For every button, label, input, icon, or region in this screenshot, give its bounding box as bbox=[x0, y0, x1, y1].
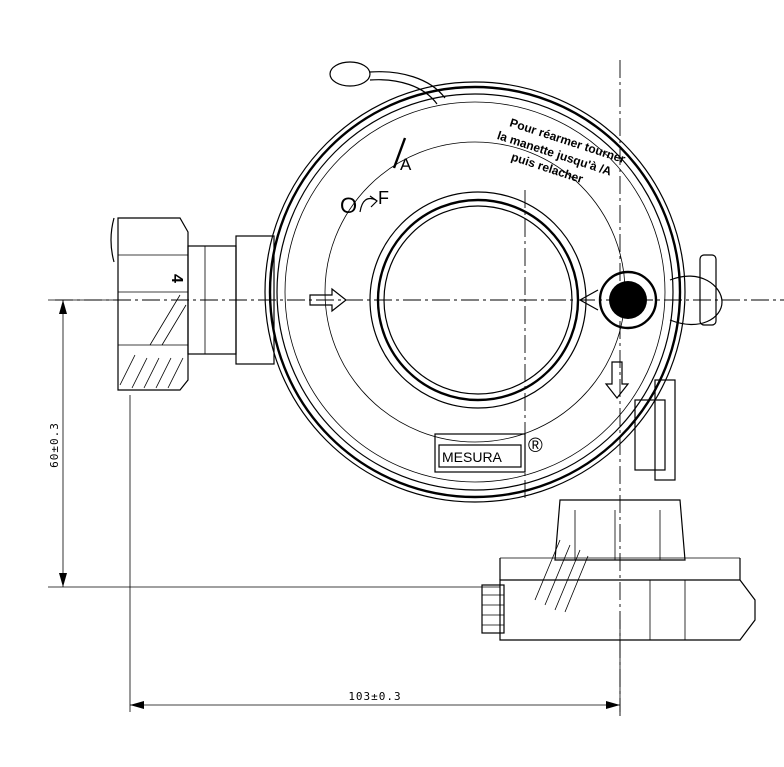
flow-arrow-right bbox=[309, 287, 347, 313]
regulator-body bbox=[264, 81, 686, 503]
port-number-label: 4 bbox=[168, 274, 185, 283]
instruction-text: Pour réarmer tourner la manette jusqu'à … bbox=[495, 116, 627, 187]
position-a-label: A bbox=[400, 155, 412, 174]
position-o-label: O bbox=[340, 193, 357, 218]
position-f-label: F bbox=[378, 188, 389, 208]
inlet-connector bbox=[110, 217, 275, 391]
lever-handle bbox=[329, 61, 446, 105]
lower-outlet bbox=[481, 379, 756, 641]
dimension-vertical: 60±0.3 bbox=[48, 299, 500, 588]
position-markers: O F A bbox=[340, 137, 412, 218]
rotation-arrow-icon bbox=[359, 197, 377, 213]
horizontal-dimension-label: 103±0.3 bbox=[348, 690, 401, 703]
flow-arrow-down bbox=[604, 361, 630, 399]
center-lines bbox=[55, 60, 784, 720]
outlet-fitting bbox=[579, 254, 723, 330]
brand-plate: MESURA ® bbox=[434, 433, 543, 473]
vertical-dimension-label: 60±0.3 bbox=[48, 422, 61, 468]
dimension-horizontal: 103±0.3 bbox=[129, 395, 621, 712]
brand-name: MESURA bbox=[442, 449, 503, 465]
thread-hatching bbox=[119, 294, 187, 389]
flow-arrows bbox=[309, 287, 630, 399]
outlet-hole bbox=[609, 281, 647, 319]
nut-hatching bbox=[534, 539, 589, 613]
registered-mark: ® bbox=[528, 435, 543, 457]
